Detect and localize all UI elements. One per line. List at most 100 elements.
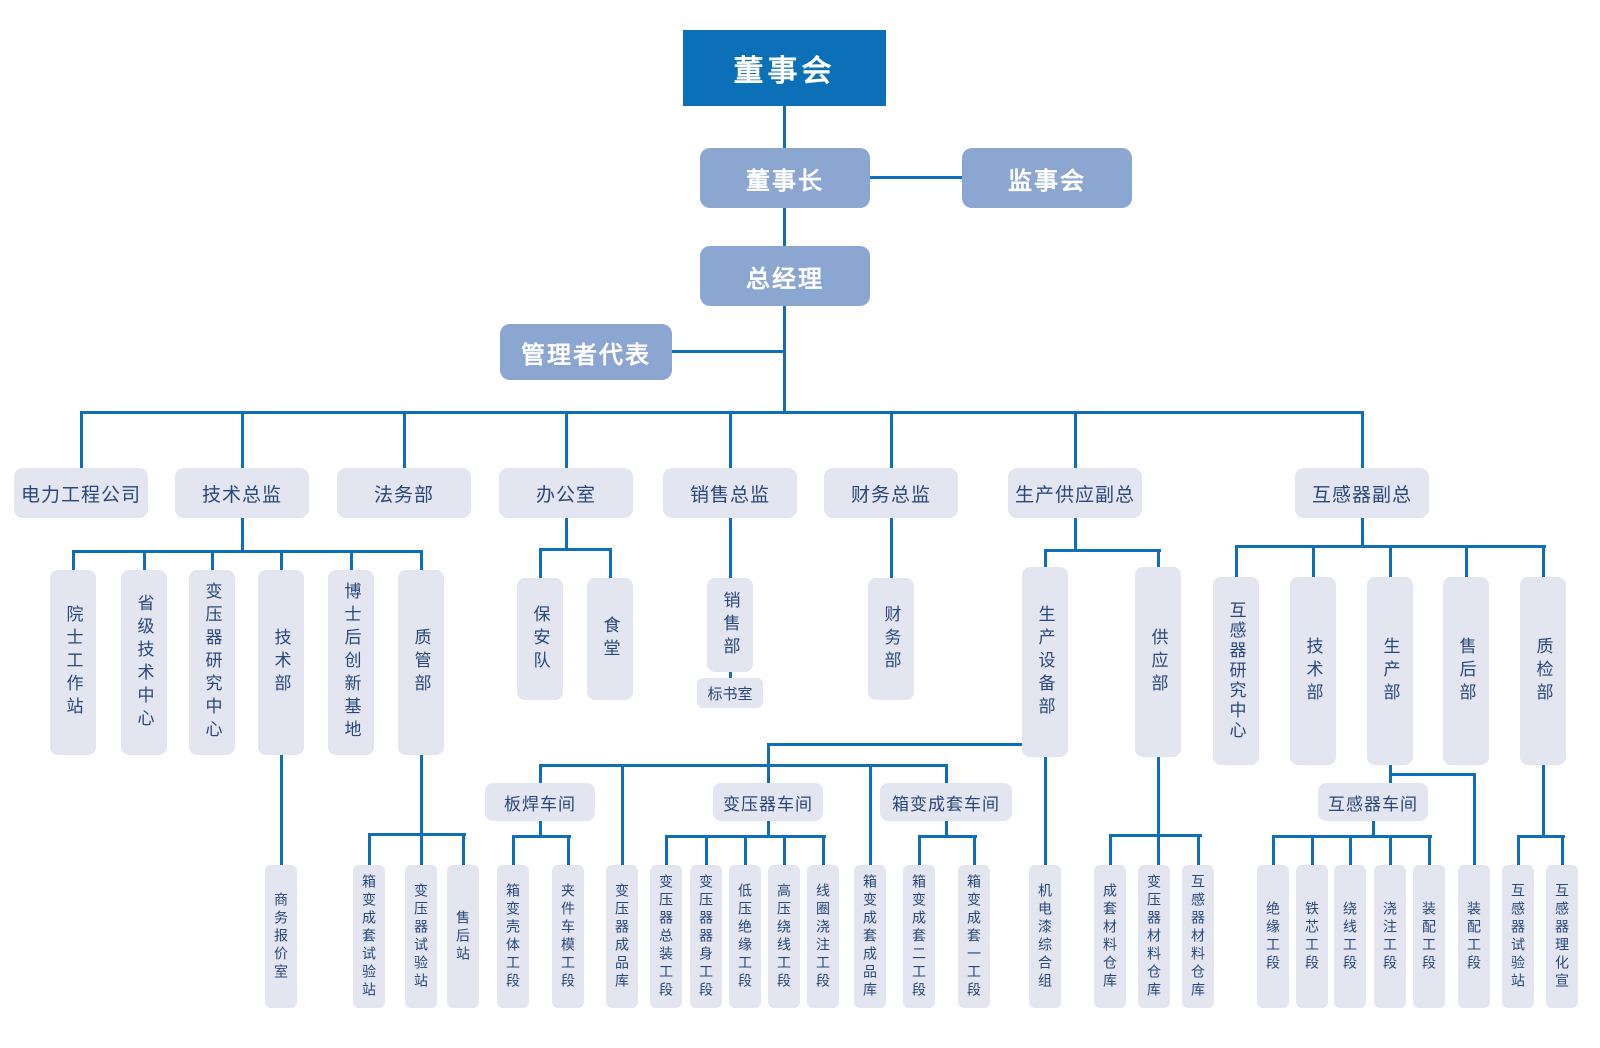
connector (403, 411, 406, 468)
connector (280, 550, 283, 570)
connector (539, 821, 542, 837)
connector (783, 306, 786, 413)
connector (1428, 835, 1431, 865)
connector (1361, 518, 1364, 547)
connector (945, 764, 948, 783)
connector (1074, 518, 1077, 551)
connector (1312, 545, 1315, 577)
connector (767, 743, 1023, 746)
connector (783, 835, 786, 865)
node-board: 董事会 (683, 30, 886, 106)
connector (368, 833, 371, 865)
connector (783, 106, 786, 148)
node-chairman: 董事长 (700, 148, 870, 208)
node-mech-elec-paint-group: 机电漆综合组 (1029, 865, 1061, 1008)
node-academician-station: 院士工作站 (50, 570, 96, 755)
node-clamp-mold-section: 夹件车模工段 (552, 865, 584, 1008)
node-winding-section: 绕线工段 (1334, 865, 1366, 1008)
connector (1389, 835, 1392, 865)
connector (945, 821, 948, 837)
node-general-manager: 总经理 (700, 246, 870, 306)
node-assembly-section: 装配工段 (1413, 865, 1445, 1008)
connector (783, 208, 786, 246)
connector (729, 672, 732, 680)
node-instrument-vp: 互感器副总 (1295, 468, 1429, 518)
connector (368, 833, 466, 836)
connector (539, 548, 542, 578)
node-tech-director: 技术总监 (175, 468, 309, 518)
connector (567, 835, 570, 865)
node-box-substation-section-1: 箱变成套一工段 (958, 865, 990, 1008)
connector (890, 518, 893, 578)
node-tech-dept: 技术部 (258, 570, 304, 755)
node-transformer-body-section: 变压器器身工段 (690, 865, 722, 1008)
connector (1542, 545, 1545, 577)
connector (539, 548, 612, 551)
connector (462, 833, 465, 865)
connector (1109, 834, 1112, 865)
node-aftersales-station: 售后站 (447, 865, 479, 1008)
node-provincial-tech-center: 省级技术中心 (121, 570, 167, 755)
connector (72, 550, 75, 570)
node-production-equipment-dept: 生产设备部 (1022, 567, 1068, 757)
node-postdoc-innovation-base: 博士后创新基地 (328, 570, 374, 755)
node-finance-director: 财务总监 (824, 468, 958, 518)
connector (744, 835, 747, 865)
connector (705, 835, 708, 865)
node-hv-winding-section: 高压绕线工段 (768, 865, 800, 1008)
connector (1044, 549, 1047, 567)
node-management-rep: 管理者代表 (500, 324, 672, 380)
node-instrument-research-center: 互感器研究中心 (1213, 577, 1259, 765)
node-assembly-section-2: 装配工段 (1458, 865, 1490, 1008)
connector (918, 835, 921, 865)
connector (1517, 835, 1565, 838)
connector (1109, 834, 1202, 837)
node-transformer-product-warehouse: 变压器成品库 (606, 865, 638, 1008)
connector (420, 755, 423, 865)
node-box-substation-section-2: 箱变成套二工段 (903, 865, 935, 1008)
node-instrument-test-station: 互感器试验站 (1502, 865, 1534, 1008)
connector (280, 755, 283, 865)
connector (565, 518, 568, 550)
node-security-team: 保安队 (517, 578, 563, 700)
connector (1197, 834, 1200, 865)
node-power-eng-company: 电力工程公司 (14, 468, 148, 518)
connector (870, 176, 962, 179)
node-box-substation-test-station: 箱变成套试验站 (353, 865, 385, 1008)
node-instrument-quality-dept: 质检部 (1520, 577, 1566, 765)
connector (512, 835, 571, 838)
connector (241, 411, 244, 468)
connector (1157, 757, 1160, 865)
node-instrument-aftersales-dept: 售后部 (1443, 577, 1489, 765)
node-legal-dept: 法务部 (337, 468, 471, 518)
connector (1272, 835, 1275, 865)
connector (1389, 773, 1476, 776)
node-coil-casting-section: 线圈浇注工段 (807, 865, 839, 1008)
node-box-substation-workshop: 箱变成套车间 (880, 783, 1012, 821)
connector (1473, 773, 1476, 865)
connector (350, 550, 353, 570)
connector (565, 411, 568, 468)
connector (539, 764, 542, 783)
node-sales-dept: 销售部 (707, 578, 753, 672)
connector (1389, 545, 1392, 577)
node-office: 办公室 (499, 468, 633, 518)
connector (1361, 411, 1364, 468)
node-transformer-research-center: 变压器研究中心 (189, 570, 235, 755)
connector (1272, 835, 1432, 838)
connector (869, 764, 872, 865)
node-transformer-test-station: 变压器试验站 (405, 865, 437, 1008)
connector (767, 743, 770, 783)
node-transformer-assembly-section: 变压器总装工段 (650, 865, 682, 1008)
node-box-shell-section: 箱变壳体工段 (497, 865, 529, 1008)
node-quality-mgmt-dept: 质管部 (398, 570, 444, 755)
node-iron-core-section: 铁芯工段 (1296, 865, 1328, 1008)
node-instrument-production-dept: 生产部 (1367, 577, 1413, 765)
connector (918, 835, 977, 838)
connector (1311, 835, 1314, 865)
node-lv-insulation-section: 低压绝缘工段 (729, 865, 761, 1008)
node-bid-document-room: 标书室 (697, 678, 763, 708)
connector (1542, 765, 1545, 837)
connector (72, 550, 423, 553)
